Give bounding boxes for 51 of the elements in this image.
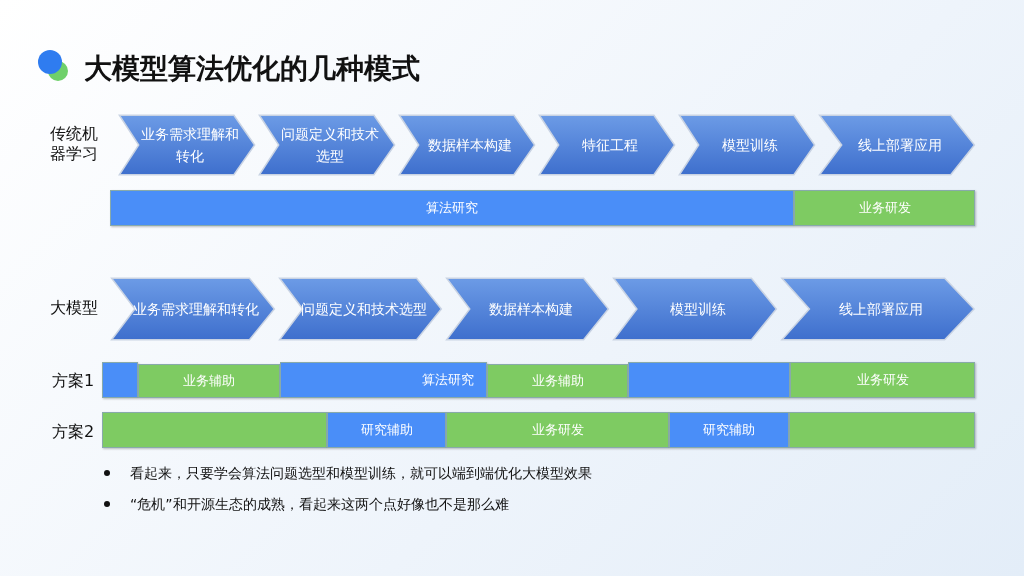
timeline-bar	[446, 412, 669, 448]
timeline-bar	[280, 362, 487, 398]
process-step	[818, 114, 976, 176]
step-label: 线上部署应用	[838, 300, 924, 319]
timeline-bar	[102, 362, 138, 398]
step-label: 模型训练	[669, 300, 727, 319]
process-step	[445, 277, 610, 341]
step-label: 业务需求理解和转化	[132, 300, 260, 319]
row-label: 传统机器学习	[50, 124, 99, 164]
step-label: 模型训练	[721, 136, 779, 155]
process-step	[678, 114, 816, 176]
bullet-text: “危机”和开源生态的成熟，看起来这两个点好像也不是那么难	[130, 496, 509, 514]
step-label: 数据样本构建	[487, 300, 574, 319]
step-label: 特征工程	[581, 136, 639, 155]
process-step	[612, 277, 778, 341]
timeline-bar	[102, 412, 327, 448]
timeline-bar	[110, 190, 794, 226]
step-label: 问题定义和技术选型	[299, 300, 428, 319]
bullet-text: 看起来，只要学会算法问题选型和模型训练，就可以端到端优化大模型效果	[130, 465, 592, 483]
step-label: 业务需求理解和转化	[140, 125, 240, 166]
bar-label: 业务研发	[856, 371, 909, 389]
process-step	[278, 277, 443, 341]
process-step	[110, 277, 276, 341]
row-label: 方案1	[52, 371, 96, 391]
process-step	[258, 114, 396, 176]
bar-label: 业务研发	[531, 421, 584, 439]
bar-label: 算法研究	[426, 199, 478, 217]
timeline-bar	[327, 412, 446, 448]
step-label: 数据样本构建	[427, 136, 513, 155]
row-label: 大模型	[50, 298, 99, 318]
process-step	[398, 114, 536, 176]
step-label: 问题定义和技术选型	[280, 125, 380, 166]
row-label: 方案2	[52, 422, 96, 442]
timeline-bar	[669, 412, 789, 448]
bar-label: 业务研发	[858, 199, 911, 217]
bar-label: 研究辅助	[703, 421, 755, 439]
slide-title: 大模型算法优化的几种模式	[84, 51, 420, 87]
timeline-bar	[138, 364, 280, 398]
step-label: 线上部署应用	[857, 136, 943, 155]
timeline-bar	[487, 364, 628, 398]
timeline-bar	[789, 412, 975, 448]
timeline-bar	[628, 362, 790, 398]
bar-label: 研究辅助	[360, 421, 413, 439]
timeline-bar	[790, 362, 975, 398]
process-step	[780, 277, 976, 341]
bar-label: 业务辅助	[531, 372, 584, 390]
bar-label: 业务辅助	[183, 372, 235, 390]
process-step	[538, 114, 676, 176]
bar-label: 算法研究	[422, 371, 474, 389]
process-step	[118, 114, 256, 176]
timeline-bar	[794, 190, 975, 226]
